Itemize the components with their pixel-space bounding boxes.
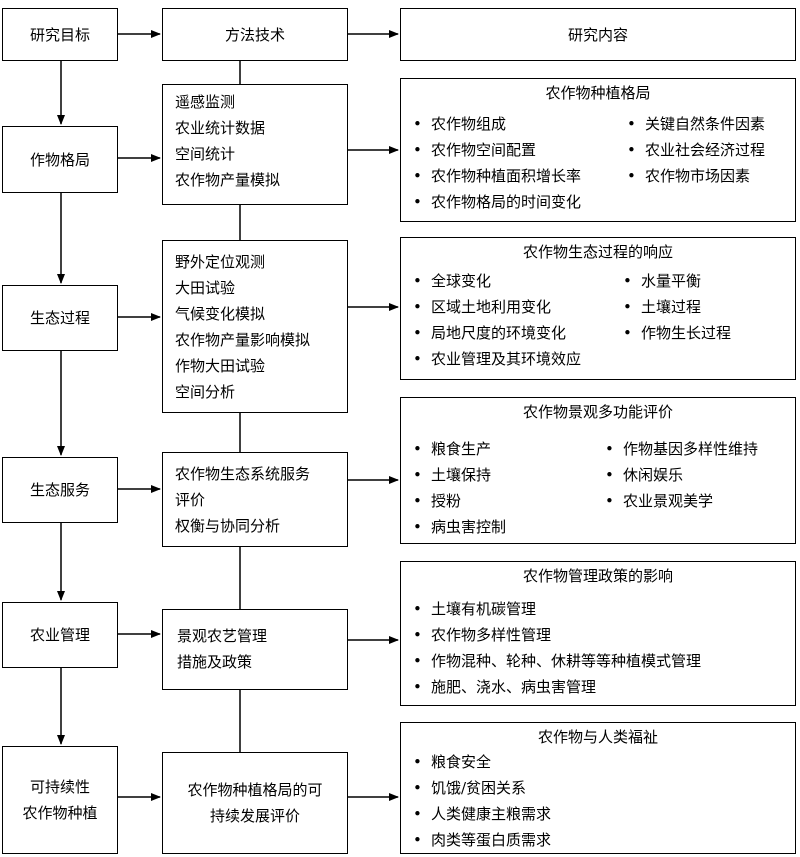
header-goal-label: 研究目标: [29, 25, 90, 44]
list-item: 休闲娱乐: [605, 462, 683, 488]
header-goal-box: 研究目标: [2, 8, 118, 61]
content-title: 农作物与人类福祉: [537, 728, 658, 746]
goal-label-line1: 可持续性: [29, 778, 90, 796]
goal-box-agri-management: 农业管理: [2, 602, 118, 668]
method-item: 农作物产量影响模拟: [175, 331, 311, 349]
list-item: 水量平衡: [623, 268, 701, 294]
method-item: 遥感监测: [175, 93, 236, 111]
method-item: 持续发展评价: [209, 807, 300, 825]
list-item: 人类健康主粮需求: [413, 801, 551, 827]
method-box-crop-pattern: 遥感监测 农业统计数据 空间统计 农作物产量模拟: [162, 84, 348, 205]
goal-label: 农业管理: [29, 626, 90, 644]
method-box-eco-service: 农作物生态系统服务 评价 权衡与协同分析: [162, 452, 348, 547]
method-box-agri-management: 景观农艺管理 措施及政策: [162, 609, 348, 690]
list-item: 作物混种、轮种、休耕等等种植模式管理: [413, 648, 701, 674]
goal-label-line2: 农作物种植: [22, 804, 98, 822]
list-item: 农业景观美学: [605, 488, 713, 514]
list-item: 粮食生产: [413, 436, 491, 462]
list-item: 农业管理及其环境效应: [413, 346, 581, 372]
content-box-eco-service: 农作物景观多功能评价 粮食生产 土壤保持 授粉 病虫害控制 作物基因多样性维持 …: [400, 397, 796, 544]
method-item: 野外定位观测: [175, 253, 266, 271]
goal-label: 作物格局: [29, 150, 90, 169]
list-item: 农作物组成: [413, 111, 506, 137]
method-item: 气候变化模拟: [175, 305, 266, 323]
list-item: 粮食安全: [413, 749, 491, 775]
method-box-eco-process: 野外定位观测 大田试验 气候变化模拟 农作物产量影响模拟 作物大田试验 空间分析: [162, 240, 348, 413]
content-box-agri-management: 农作物管理政策的影响 土壤有机碳管理 农作物多样性管理 作物混种、轮种、休耕等等…: [400, 561, 796, 706]
list-item: 关键自然条件因素: [627, 111, 765, 137]
list-item: 作物生长过程: [623, 320, 731, 346]
method-item: 农作物生态系统服务: [175, 465, 311, 483]
method-item: 作物大田试验: [175, 357, 266, 375]
list-item: 授粉: [413, 488, 461, 514]
content-title: 农作物管理政策的影响: [522, 567, 673, 585]
goal-box-eco-service: 生态服务: [2, 457, 118, 523]
method-item: 大田试验: [175, 279, 236, 297]
goal-label: 生态过程: [29, 309, 90, 327]
method-item: 农业统计数据: [175, 119, 266, 137]
method-item: 评价: [175, 491, 206, 509]
header-method-label: 方法技术: [224, 25, 285, 44]
list-item: 作物基因多样性维持: [605, 436, 758, 462]
list-item: 肉类等蛋白质需求: [413, 827, 551, 853]
list-item: 土壤保持: [413, 462, 491, 488]
content-box-crop-pattern: 农作物种植格局 农作物组成 农作物空间配置 农作物种植面积增长率 农作物格局的时…: [400, 78, 796, 222]
content-title: 农作物种植格局: [545, 84, 651, 102]
list-item: 农作物市场因素: [627, 163, 750, 189]
content-title: 农作物生态过程的响应: [522, 243, 673, 261]
method-item: 空间统计: [175, 145, 236, 163]
header-content-box: 研究内容: [400, 8, 796, 61]
list-item: 全球变化: [413, 268, 491, 294]
content-title: 农作物景观多功能评价: [522, 403, 673, 421]
goal-box-sustainability: 可持续性 农作物种植: [2, 746, 118, 854]
list-item: 土壤有机碳管理: [413, 596, 536, 622]
list-item: 施肥、浇水、病虫害管理: [413, 674, 596, 700]
goal-label: 生态服务: [29, 481, 90, 499]
content-box-eco-process: 农作物生态过程的响应 全球变化 区域土地利用变化 局地尺度的环境变化 农业管理及…: [400, 237, 796, 380]
method-item: 措施及政策: [177, 653, 253, 671]
list-item: 农业社会经济过程: [627, 137, 765, 163]
method-box-sustainability: 农作物种植格局的可 持续发展评价: [162, 752, 348, 854]
method-item: 农作物种植格局的可: [187, 781, 323, 799]
method-item: 农作物产量模拟: [175, 171, 281, 189]
method-item: 空间分析: [175, 383, 236, 401]
method-item: 景观农艺管理: [177, 627, 268, 645]
goal-box-eco-process: 生态过程: [2, 285, 118, 351]
list-item: 农作物空间配置: [413, 137, 536, 163]
list-item: 区域土地利用变化: [413, 294, 551, 320]
header-content-label: 研究内容: [567, 25, 628, 44]
list-item: 土壤过程: [623, 294, 701, 320]
content-box-wellbeing: 农作物与人类福祉 粮食安全 饥饿/贫困关系 人类健康主粮需求 肉类等蛋白质需求: [400, 722, 796, 854]
goal-box-crop-pattern: 作物格局: [2, 126, 118, 193]
list-item: 农作物多样性管理: [413, 622, 551, 648]
list-item: 病虫害控制: [413, 514, 506, 540]
header-method-box: 方法技术: [162, 8, 348, 61]
method-item: 权衡与协同分析: [175, 517, 281, 535]
list-item: 饥饿/贫困关系: [413, 775, 526, 801]
list-item: 局地尺度的环境变化: [413, 320, 566, 346]
list-item: 农作物格局的时间变化: [413, 189, 581, 215]
list-item: 农作物种植面积增长率: [413, 163, 581, 189]
